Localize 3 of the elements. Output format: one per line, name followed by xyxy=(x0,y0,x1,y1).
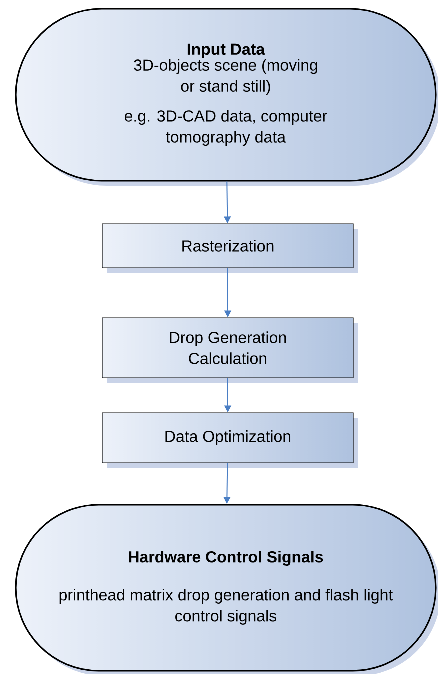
process-box: Rasterization xyxy=(102,224,358,273)
process-box: Data Optimization xyxy=(102,412,358,468)
process-box: Drop Generation Calculation xyxy=(102,318,358,383)
